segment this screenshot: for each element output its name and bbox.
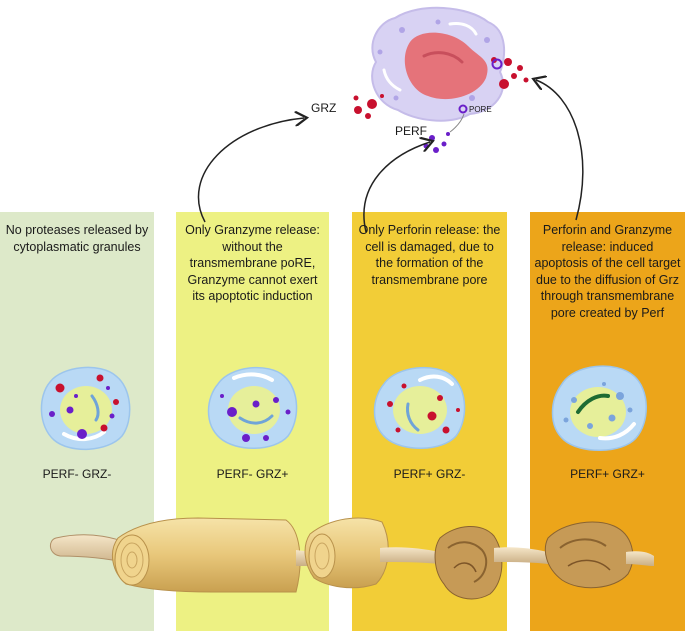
target-cell-3 [373, 366, 466, 449]
target-cell-1 [40, 366, 131, 451]
perf-label: PERF [395, 124, 428, 138]
panel-4-label: PERF+ GRZ+ [570, 467, 645, 481]
panel-1-description: No proteases released by cytoplasmatic g… [5, 223, 149, 254]
granzyme-dots-right [491, 57, 529, 89]
arrow-to-both [536, 80, 584, 221]
grz-label: GRZ [311, 101, 337, 115]
pore-ring-icon [458, 104, 468, 114]
panel-2-label: PERF- GRZ+ [216, 467, 289, 481]
killer-cell [371, 6, 506, 122]
pore-label: PORE [469, 105, 492, 114]
panel-3-label: PERF+ GRZ- [393, 467, 466, 481]
target-cell-2 [207, 366, 298, 449]
arrow-to-grz [197, 118, 304, 223]
target-cell-4 [551, 365, 647, 451]
pore-pointer [449, 113, 465, 133]
granzyme-dots-left [353, 94, 384, 119]
pore-ring-right [491, 58, 503, 70]
panel-2-description: Only Granzyme release: without the trans… [185, 223, 320, 303]
arrow-to-perf [363, 142, 430, 233]
panel-4-description: Perforin and Granzyme release: induced a… [534, 223, 681, 320]
panel-3-description: Only Perforin release: the cell is damag… [358, 223, 501, 287]
muscle-fiber [50, 517, 654, 600]
panel-1-label: PERF- GRZ- [42, 467, 112, 481]
